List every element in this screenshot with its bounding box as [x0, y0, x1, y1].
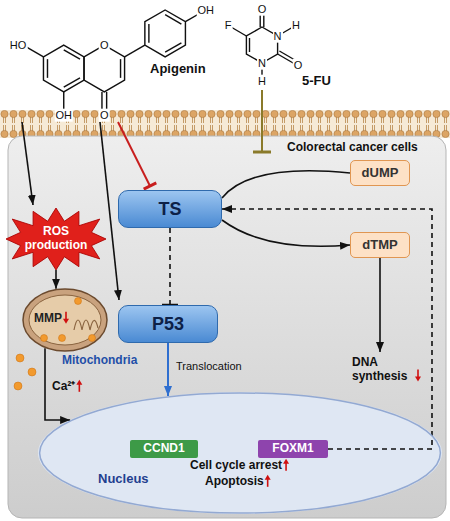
increase-arrow	[76, 380, 82, 392]
node-text: TS	[158, 199, 181, 220]
node-text: P53	[152, 314, 184, 335]
ros-burst: ROS production	[6, 208, 106, 270]
connector	[222, 171, 350, 198]
connector	[168, 343, 169, 396]
connector-line	[222, 220, 350, 246]
nucleus-ground	[38, 392, 442, 514]
connector-line	[169, 228, 171, 305]
node-text: CCND1	[143, 442, 184, 456]
outcome-label: Cell cycle arrest	[190, 459, 282, 473]
compound-name: 5-FU	[302, 74, 331, 89]
atom-label: HO	[9, 39, 28, 52]
atom-label: N	[273, 30, 283, 43]
compound-name: Apigenin	[150, 62, 206, 77]
connector	[222, 209, 432, 449]
increase-arrow	[283, 459, 289, 471]
gene-box: FOXM1	[258, 440, 328, 458]
increase-arrow	[265, 475, 271, 487]
connector-line	[222, 171, 350, 198]
node-text: dTMP	[362, 238, 397, 253]
node-text: MMP	[34, 312, 62, 326]
connector-line	[55, 270, 57, 289]
connector-line	[222, 209, 432, 449]
nucleus: Nucleus CCND1 FOXM1	[38, 392, 442, 514]
atom-label: O	[99, 39, 110, 52]
connector	[56, 270, 57, 289]
outcome-label: Apoptosis	[205, 475, 264, 489]
edge-label: Translocation	[176, 360, 242, 373]
node-text: ROS production	[24, 225, 88, 253]
process-label: DNA synthesis	[352, 356, 414, 384]
connector	[162, 228, 178, 305]
atom-label: O	[293, 59, 304, 72]
enzyme-box: TS	[118, 190, 222, 228]
atom-label: O	[99, 109, 110, 122]
atom-label: N	[257, 57, 267, 70]
node-text: Colorectal cancer cells	[287, 141, 418, 155]
atom-label: H	[257, 75, 267, 88]
atom-label: H	[291, 19, 301, 32]
connector-line	[167, 343, 169, 396]
metabolite-box: dTMP	[350, 232, 410, 258]
node-text: Mitochondria	[62, 354, 137, 368]
cell-ground	[8, 136, 446, 518]
metabolite-box: dUMP	[350, 160, 410, 186]
mitochondrion: MMPMitochondria	[22, 288, 108, 352]
protein-box: P53	[118, 305, 218, 343]
atom-label: F	[224, 19, 233, 32]
atom-label: OH	[54, 109, 73, 122]
apigenin-structure	[23, 10, 206, 115]
decrease-arrow	[415, 370, 421, 382]
decrease-arrow	[63, 312, 69, 324]
atom-label: OH	[196, 4, 215, 17]
gene-box: CCND1	[130, 440, 198, 458]
node-text: dUMP	[362, 166, 399, 181]
edge-label: Ca²⁺	[52, 380, 75, 394]
nucleus-outline	[38, 392, 442, 514]
node-text: Nucleus	[98, 472, 149, 487]
connector	[222, 220, 350, 246]
atom-label: O	[257, 3, 268, 16]
calcium-dots	[14, 354, 36, 390]
node-text: FOXM1	[272, 442, 313, 456]
fluorouracil-structure	[231, 10, 296, 78]
